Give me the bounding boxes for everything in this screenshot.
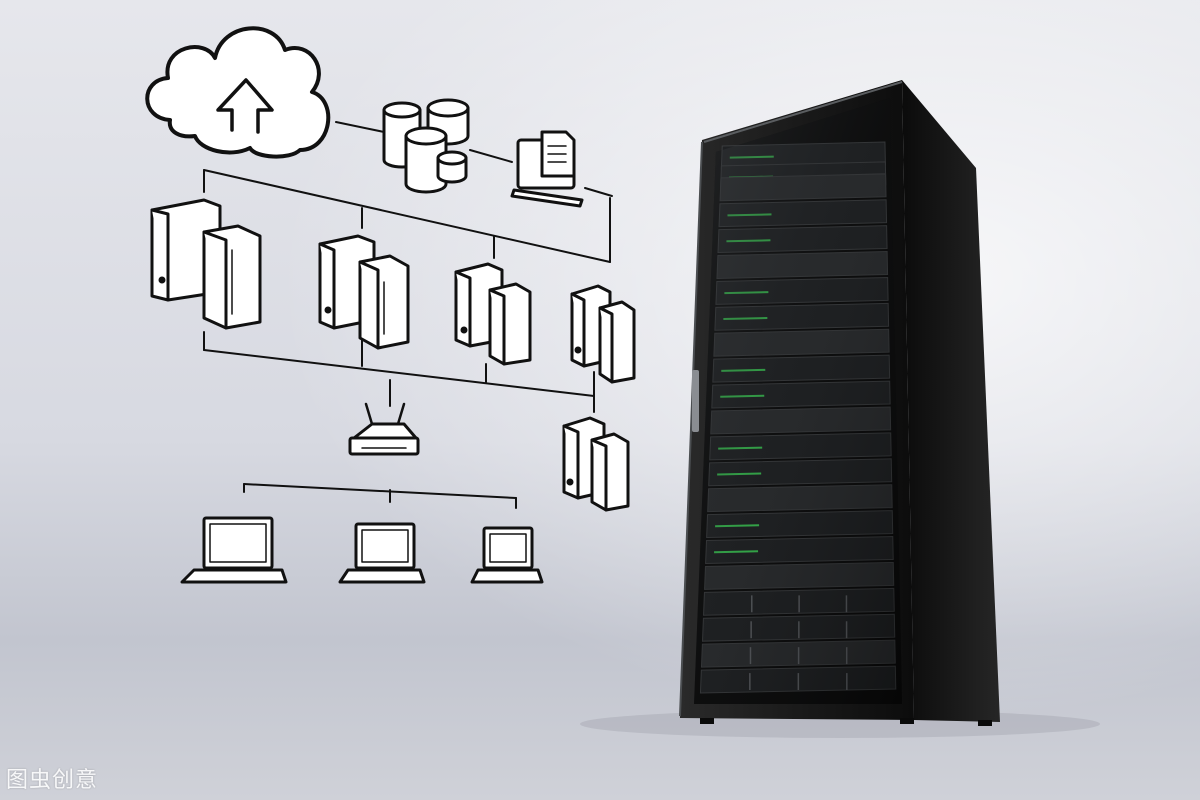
server-icon	[570, 284, 636, 384]
server-icon	[150, 198, 262, 330]
router-icon	[348, 402, 420, 456]
server-icon	[318, 234, 410, 350]
laptop-icon	[470, 526, 544, 584]
cloud-upload-icon	[145, 26, 331, 159]
network-sketch	[145, 26, 636, 584]
laptop-icon	[180, 516, 288, 584]
database-icon	[382, 98, 470, 194]
server-rack	[679, 80, 1000, 726]
document-terminal-icon	[510, 130, 584, 208]
watermark-text: 图虫创意	[6, 768, 99, 793]
server-icon	[454, 262, 532, 366]
laptop-icon	[338, 522, 426, 584]
server-icon	[562, 416, 630, 512]
